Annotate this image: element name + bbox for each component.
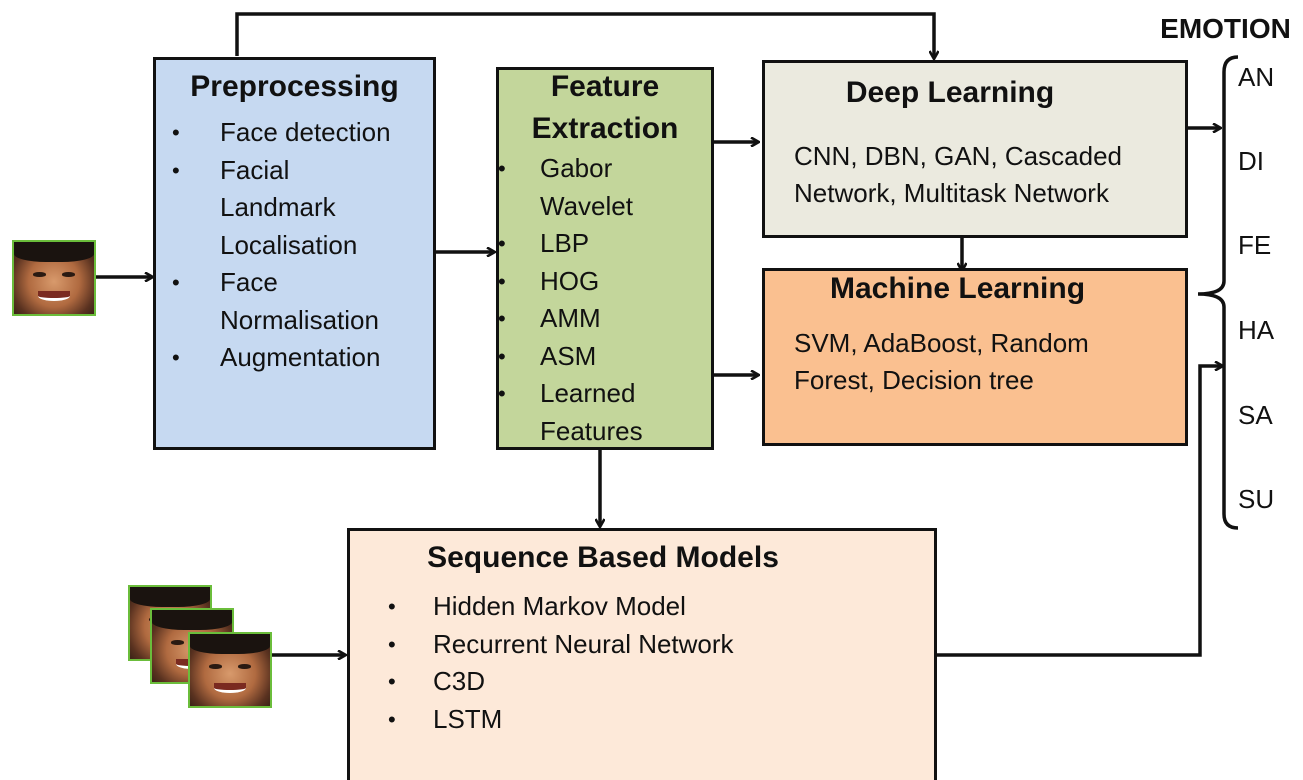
list-item: • Facial xyxy=(172,154,290,185)
feature-extraction-box xyxy=(496,67,714,450)
list-item: • Hidden Markov Model xyxy=(388,591,686,621)
input-face-image xyxy=(12,240,96,316)
machine-learning-box xyxy=(762,268,1188,446)
emotion-label-ha: HA xyxy=(1238,315,1275,345)
list-item: Features xyxy=(540,415,643,446)
list-item: Landmark xyxy=(220,192,336,222)
machine-learning-title: Machine Learning xyxy=(830,272,1086,305)
sequence-models-box xyxy=(347,528,937,780)
list-item: Localisation xyxy=(220,229,358,260)
emotion-brace xyxy=(1197,55,1239,530)
feature-extraction-title-line2: Extraction xyxy=(531,112,679,145)
emotion-label-an: AN xyxy=(1238,62,1275,92)
arrow-preprocessing-to-deep-learning xyxy=(235,12,934,58)
sequence-face-image-3 xyxy=(188,632,272,708)
list-item: • C3D xyxy=(388,666,486,696)
list-item: Normalisation xyxy=(220,304,379,335)
list-item: • Learned xyxy=(498,378,636,408)
machine-learning-methods-line2: Forest, Decision tree xyxy=(794,365,1034,395)
list-item: • LSTM xyxy=(388,703,503,734)
list-item: • Face xyxy=(172,267,278,297)
list-item: • Recurrent Neural Network xyxy=(388,628,734,659)
preprocessing-title: Preprocessing xyxy=(190,70,399,103)
emotion-label-su: SU xyxy=(1238,484,1275,514)
list-item: • HOG xyxy=(498,265,600,296)
feature-extraction-list: • Gabor Wavelet • LBP • HOG • AMM • ASM … xyxy=(496,150,714,450)
line-sequence-to-emotion xyxy=(936,366,1222,657)
list-item: • Gabor xyxy=(498,153,613,183)
list-item: • LBP xyxy=(498,228,590,258)
sequence-models-list: • Hidden Markov Model • Recurrent Neural… xyxy=(380,588,920,738)
deep-learning-title: Deep Learning xyxy=(845,76,1055,109)
sequence-models-title: Sequence Based Models xyxy=(427,541,779,574)
deep-learning-box xyxy=(762,60,1188,238)
preprocessing-box xyxy=(153,57,436,450)
emotion-label-sa: SA xyxy=(1238,400,1273,430)
emotion-label-di: DI xyxy=(1238,146,1264,176)
list-item: • AMM xyxy=(498,303,601,333)
list-item: Wavelet xyxy=(540,190,633,221)
list-item: • Augmentation xyxy=(172,342,381,372)
deep-learning-methods-line1: CNN, DBN, GAN, Cascaded xyxy=(794,141,1122,171)
list-item: • Face detection xyxy=(172,117,391,147)
feature-extraction-title-line1: Feature xyxy=(550,70,660,103)
preprocessing-list: • Face detection • Facial Landmark Local… xyxy=(170,114,430,377)
machine-learning-methods-line1: SVM, AdaBoost, Random xyxy=(794,328,1089,358)
list-item: • ASM xyxy=(498,340,597,371)
emotion-header: EMOTION xyxy=(1160,13,1291,44)
deep-learning-methods-line2: Network, Multitask Network xyxy=(794,178,1109,208)
emotion-label-fe: FE xyxy=(1238,230,1272,260)
